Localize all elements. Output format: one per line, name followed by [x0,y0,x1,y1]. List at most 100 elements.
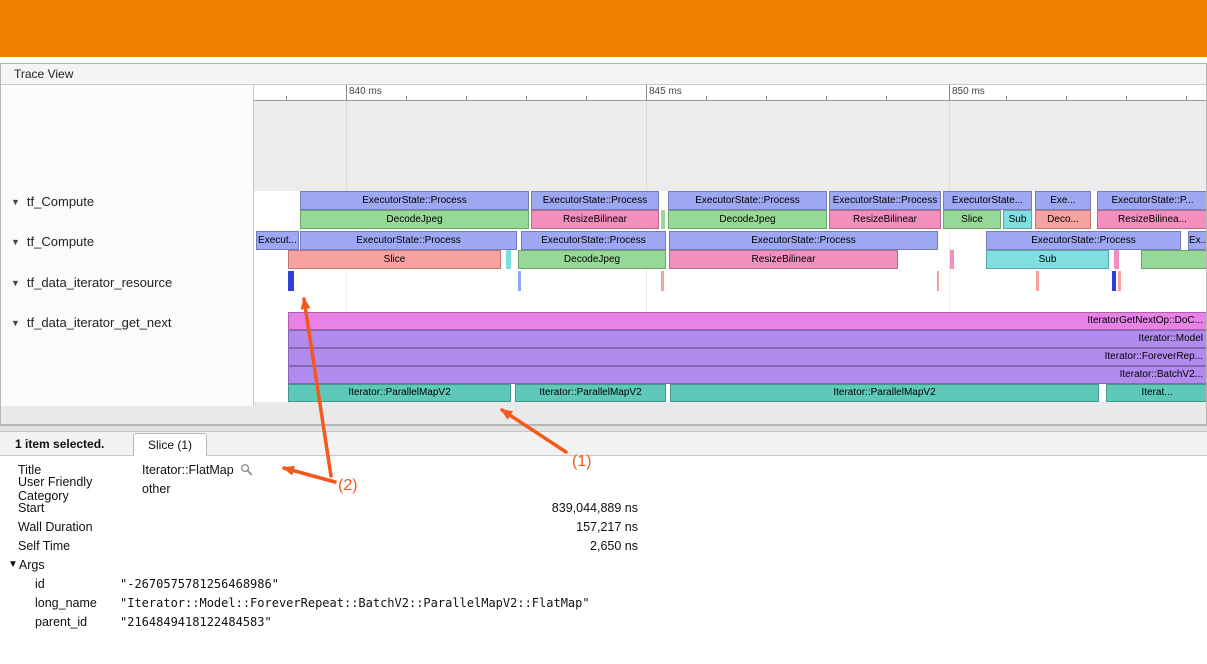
trace-slice[interactable] [518,271,521,291]
trace-slice[interactable]: ResizeBilinear [531,210,659,229]
args-section-toggle[interactable]: ▼Args [0,555,1207,574]
gridline [949,101,950,402]
trace-slice[interactable]: ExecutorState::Process [521,231,666,250]
trace-slice[interactable] [1141,250,1206,269]
detail-label: User Friendly Category [18,474,93,503]
detail-value-text: 157,217 ns [576,519,638,534]
trace-slice[interactable]: ExecutorState::Process [531,191,659,210]
ruler-major-tick [646,85,647,100]
trace-slice[interactable] [950,250,954,269]
ruler-minor-tick [826,96,827,100]
track-label-tf_data_iterator_resource[interactable]: ▼tf_data_iterator_resource [11,275,172,290]
detail-value: 157,217 ns [142,520,638,534]
arg-row: id "-2670575781256468986" [0,574,1207,593]
ruler-minor-tick [1186,96,1187,100]
detail-value: 839,044,889 ns [142,501,638,515]
detail-label: Start [18,500,45,515]
track-label-tf_Compute[interactable]: ▼tf_Compute [11,234,94,249]
detail-value: Iterator::FlatMap [142,463,638,477]
trace-slice[interactable]: ExecutorState::Process [300,231,517,250]
trace-slice[interactable]: ResizeBilinear [829,210,941,229]
arg-value: "-2670575781256468986" [120,576,279,591]
args-rows: id "-2670575781256468986" long_name"Iterat… [0,574,1207,631]
trace-slice[interactable]: ExecutorState::Process [829,191,941,210]
trace-slice[interactable]: DecodeJpeg [300,210,529,229]
track-label-text: tf_Compute [26,194,95,209]
collapse-triangle-icon: ▼ [11,237,20,247]
ruler-tick-label: 840 ms [349,86,382,97]
trace-slice[interactable]: ResizeBilinear [669,250,898,269]
arg-key: id [35,576,45,591]
trace-slice[interactable]: Iterator::Model [288,330,1206,348]
trace-slice[interactable] [1112,271,1116,291]
trace-slice[interactable]: Execut... [256,231,299,250]
trace-slice[interactable]: ExecutorState::Process [986,231,1181,250]
magnifier-icon[interactable] [240,463,253,476]
ruler-minor-tick [526,96,527,100]
trace-slice[interactable]: Iterator::BatchV2... [288,366,1206,384]
tab-slice[interactable]: Slice (1) [133,433,208,456]
trace-body: ▼tf_Compute▼tf_Compute▼tf_data_iterator_… [1,85,1206,424]
detail-value: other [142,482,638,496]
track-label-tf_Compute[interactable]: ▼ tf_Compute [11,194,94,209]
trace-slice[interactable]: Iterator::ParallelMapV2 [670,384,1099,402]
trace-slice[interactable]: Slice [288,250,501,269]
trace-slice[interactable]: IteratorGetNextOp::DoC... [288,312,1206,330]
trace-view-panel: Trace View ▼tf_Compute▼tf_Compute▼tf_dat… [0,63,1207,425]
trace-slice[interactable]: Iterator::ParallelMapV2 [288,384,511,402]
panel-splitter[interactable] [0,426,1207,432]
trace-slice[interactable] [506,250,511,269]
trace-slice[interactable]: ExecutorState::P... [1097,191,1206,210]
trace-slice[interactable] [1114,250,1119,269]
trace-slice[interactable]: DecodeJpeg [668,210,827,229]
detail-value-text: 839,044,889 ns [551,500,638,515]
trace-slice[interactable] [288,271,294,291]
ruler-major-tick [346,85,347,100]
empty-track-area [254,101,1206,191]
trace-slice[interactable]: Slice [943,210,1001,229]
trace-slice[interactable] [1118,271,1121,291]
trace-slice[interactable]: Exe... [1035,191,1091,210]
trace-slice[interactable] [1036,271,1039,291]
trace-slice[interactable]: Iterator::ForeverRep... [288,348,1206,366]
detail-value-text: other [142,481,171,496]
track-label-tf_data_iterator_get_next[interactable]: ▼tf_data_iterator_get_next [11,315,171,330]
ruler-minor-tick [1126,96,1127,100]
selection-status: 1 item selected. [15,437,105,451]
collapse-triangle-icon: ▼ [11,197,20,207]
trace-slice[interactable]: ResizeBilinea... [1097,210,1206,229]
trace-slice[interactable]: ExecutorState::Process [300,191,529,210]
detail-value: 2,650 ns [142,539,638,553]
trace-slice[interactable]: Sub [986,250,1109,269]
trace-slice[interactable] [661,210,665,229]
trace-slice[interactable]: Iterat... [1106,384,1206,402]
trace-view-title: Trace View [1,64,1206,85]
trace-slice[interactable]: DecodeJpeg [518,250,666,269]
trace-slice[interactable]: ExecutorState::Process [668,191,827,210]
ruler-minor-tick [1066,96,1067,100]
ruler-minor-tick [706,96,707,100]
args-label: Args [18,557,45,572]
trace-slice[interactable]: Iterator::ParallelMapV2 [515,384,666,402]
trace-slice[interactable]: Sub [1003,210,1032,229]
ruler-minor-tick [286,96,287,100]
ruler-minor-tick [586,96,587,100]
track-label-text: tf_data_iterator_get_next [26,315,172,330]
arg-row: long_name"Iterator::Model::ForeverRepeat… [0,593,1207,612]
detail-label: Title [18,462,42,477]
arg-key: parent_id [35,614,88,629]
trace-slice[interactable]: ExecutorState... [943,191,1032,210]
detail-value-text: 2,650 ns [590,538,638,553]
trace-slice[interactable] [937,271,939,291]
trace-slice[interactable]: ExecutorState::Process [669,231,938,250]
trace-slice[interactable]: Deco... [1035,210,1091,229]
trace-slice[interactable] [661,271,664,291]
detail-row: User Friendly Category other [0,475,1207,503]
trace-slice[interactable]: Ex... [1188,231,1206,250]
detail-row: Start 839,044,889 ns [0,498,1207,517]
